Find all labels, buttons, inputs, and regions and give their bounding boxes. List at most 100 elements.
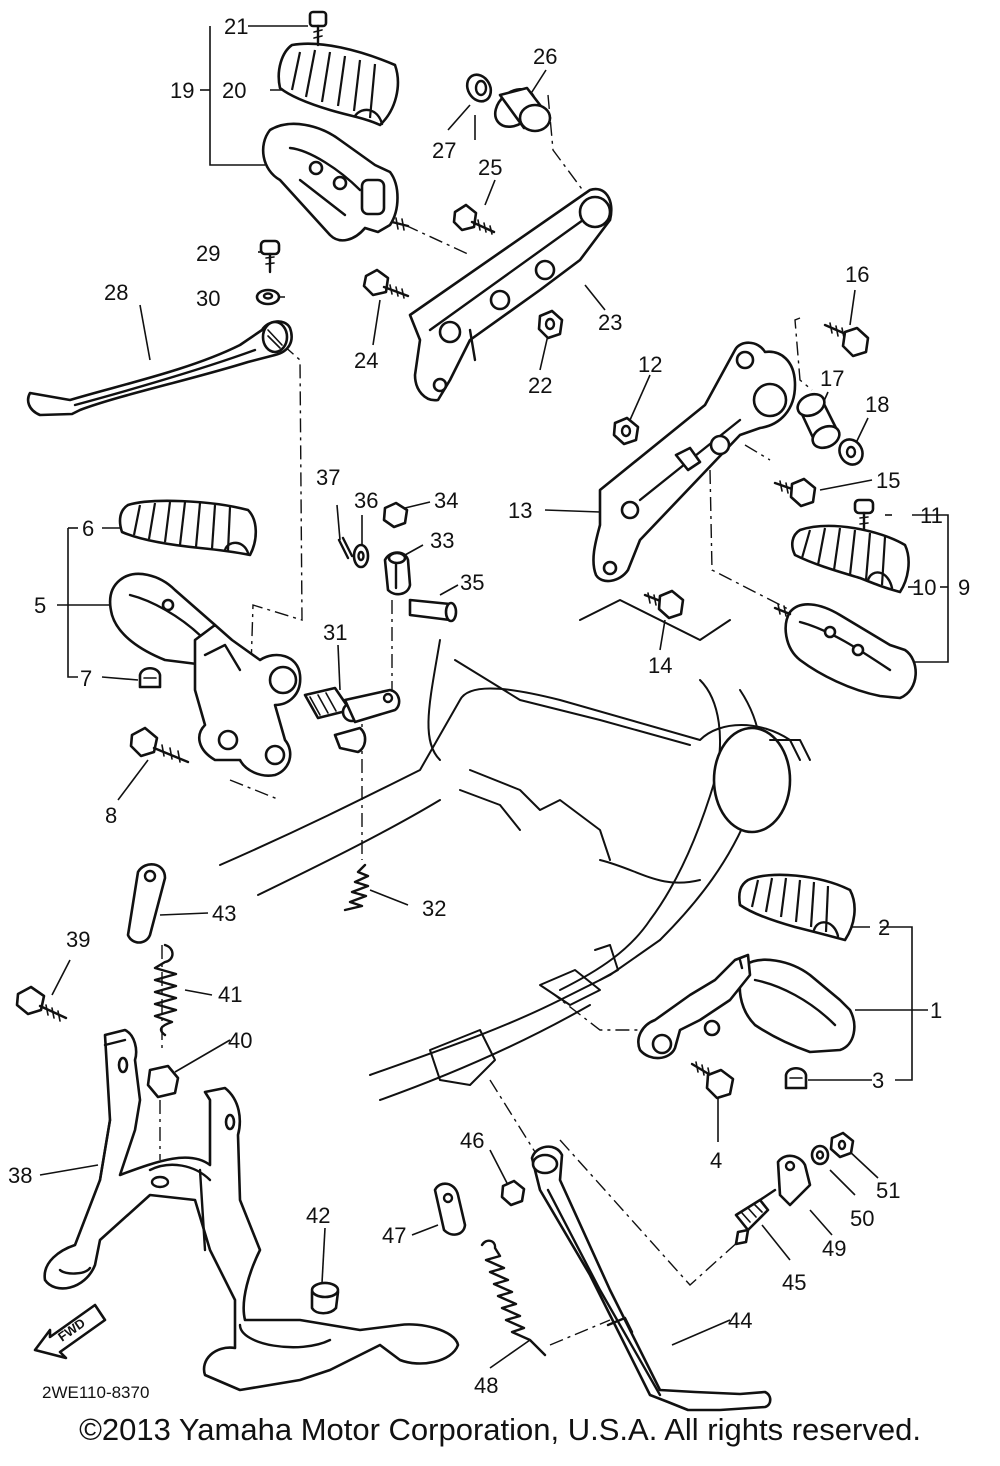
diagram-code: 2WE110-8370: [42, 1383, 149, 1402]
callout-44: 44: [728, 1308, 752, 1333]
callout-5: 5: [34, 593, 46, 618]
rear-footrest-rubber-right: [790, 524, 910, 594]
callout-3: 3: [872, 1068, 884, 1093]
main-stand-38: [43, 1028, 460, 1392]
nut-12: [612, 416, 640, 446]
callout-21: 21: [224, 14, 248, 39]
callout-43: 43: [212, 901, 236, 926]
callout-labels: 1 2 3 4 5 6 7 8 9 10 11 12 13 14 15 16 1…: [8, 14, 970, 1398]
collar-17: [796, 392, 841, 450]
callout-10: 10: [912, 575, 936, 600]
callout-24: 24: [354, 348, 378, 373]
plate-47: [433, 1182, 467, 1236]
callout-23: 23: [598, 310, 622, 335]
washer-18: [838, 438, 864, 466]
callout-31: 31: [323, 620, 347, 645]
rear-footrest-bracket-right: [773, 603, 917, 700]
callout-15: 15: [876, 468, 900, 493]
callout-33: 33: [430, 528, 454, 553]
frame-pivot-boss: [712, 726, 792, 834]
callout-20: 20: [222, 78, 246, 103]
rear-footrest-bracket-plate-right: [592, 341, 797, 583]
callout-34: 34: [434, 488, 458, 513]
nut-34: [382, 501, 409, 529]
pedal-arm-28: [26, 320, 293, 417]
callout-46: 46: [460, 1128, 484, 1153]
callout-29: 29: [196, 241, 220, 266]
callout-27: 27: [432, 138, 456, 163]
screw-11: [853, 498, 875, 532]
shaft-31: [303, 686, 401, 754]
callout-8: 8: [105, 803, 117, 828]
cotter-pin-37: [337, 536, 354, 560]
rear-footrest-bracket-plate-left: [408, 187, 613, 402]
callout-35: 35: [460, 570, 484, 595]
frame-outline: [219, 599, 811, 1101]
bolt-16: [823, 322, 870, 358]
bolt-15: [773, 477, 817, 508]
cap-nut-7: [138, 666, 162, 689]
screw-21: [308, 10, 328, 47]
callout-30: 30: [196, 286, 220, 311]
callout-40: 40: [228, 1028, 252, 1053]
bolt-4: [690, 1061, 735, 1100]
callout-37: 37: [316, 465, 340, 490]
callout-11: 11: [920, 503, 943, 528]
front-footrest-bracket-left: [108, 572, 302, 777]
collar-40: [146, 1064, 180, 1099]
spring-32: [343, 863, 370, 912]
callout-26: 26: [533, 44, 557, 69]
callout-22: 22: [528, 373, 552, 398]
callout-4: 4: [710, 1148, 722, 1173]
assembly-dash-lines: [159, 94, 813, 1346]
side-stand-44: [530, 1145, 772, 1412]
front-footrest-rubber-right: [737, 873, 856, 942]
callout-9: 9: [958, 575, 970, 600]
sidestand-switch-45: [734, 1188, 777, 1246]
bolt-29: [259, 239, 281, 274]
callout-1: 1: [930, 998, 942, 1023]
cap-nut-3: [784, 1066, 808, 1090]
callout-12: 12: [638, 352, 662, 377]
callout-42: 42: [306, 1203, 330, 1228]
callout-28: 28: [104, 280, 128, 305]
callout-14: 14: [648, 653, 672, 678]
bolt-25: [452, 203, 496, 235]
callout-13: 13: [508, 498, 532, 523]
callout-25: 25: [478, 155, 502, 180]
washer-30: [255, 288, 281, 306]
nut-22: [537, 309, 564, 340]
stopper-42: [310, 1281, 340, 1315]
spring-41: [153, 943, 178, 1037]
bracket-43: [126, 863, 167, 944]
front-footrest-bracket-right: [637, 953, 856, 1060]
copyright-notice: ©2013 Yamaha Motor Corporation, U.S.A. A…: [79, 1412, 921, 1447]
spring-48: [480, 1239, 547, 1357]
collar-27: [465, 73, 493, 103]
bolt-24: [362, 268, 410, 299]
callout-36: 36: [354, 488, 378, 513]
callout-39: 39: [66, 927, 90, 952]
bolt-14: [643, 589, 685, 620]
bolt-39: [15, 985, 68, 1022]
collar-26: [493, 86, 552, 133]
callout-6: 6: [82, 516, 94, 541]
callout-45: 45: [782, 1270, 806, 1295]
callout-16: 16: [845, 262, 869, 287]
callout-49: 49: [822, 1236, 846, 1261]
pin-35: [408, 598, 458, 623]
callout-41: 41: [218, 982, 242, 1007]
washer-50: [810, 1144, 830, 1166]
callout-48: 48: [474, 1373, 498, 1398]
front-footrest-rubber-left: [118, 499, 258, 557]
washer-36: [352, 543, 370, 569]
callout-2: 2: [878, 915, 890, 940]
callout-17: 17: [820, 366, 844, 391]
callout-47: 47: [382, 1223, 406, 1248]
forward-direction-arrow: FWD: [33, 1303, 107, 1360]
callout-18: 18: [865, 392, 889, 417]
callout-50: 50: [850, 1206, 874, 1231]
callout-19: 19: [170, 78, 194, 103]
rod-joint-33: [383, 551, 412, 596]
